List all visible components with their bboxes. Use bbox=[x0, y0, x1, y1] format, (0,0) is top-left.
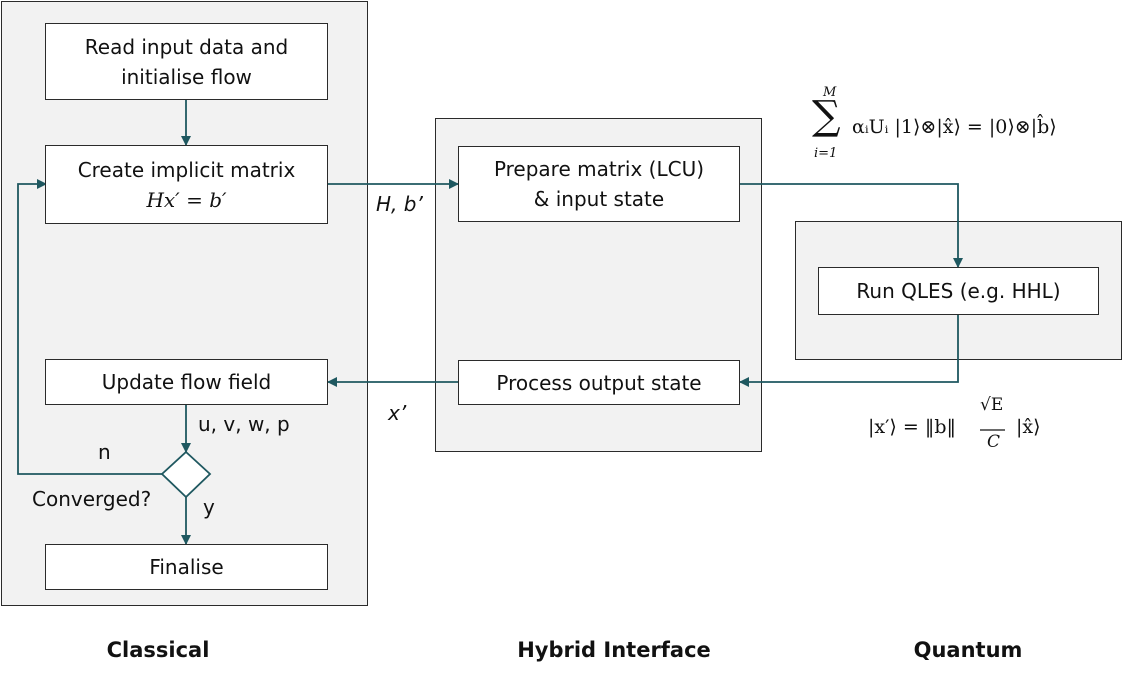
finalise-label: Finalise bbox=[149, 555, 224, 579]
arrow-prepare-to-qles bbox=[740, 183, 963, 268]
convergence-decision-diamond bbox=[160, 450, 212, 499]
update-flow-box: Update flow field bbox=[45, 359, 328, 405]
output-equation-lhs: |x′⟩ = ‖b‖ bbox=[868, 416, 957, 438]
matrix-vector-edge-label: H, b’ bbox=[376, 192, 423, 216]
create-matrix-box: Create implicit matrix Hx′ = b′ bbox=[45, 145, 328, 224]
lcu-sum-lower-limit: i=1 bbox=[814, 146, 838, 161]
update-flow-label: Update flow field bbox=[101, 370, 272, 394]
prepare-matrix-line2: & input state bbox=[533, 187, 665, 211]
lcu-sum-symbol: ∑ bbox=[812, 93, 841, 139]
prepare-matrix-box: Prepare matrix (LCU) & input state bbox=[458, 146, 740, 222]
decision-label: Converged? bbox=[32, 487, 152, 511]
converged-label: y bbox=[203, 495, 215, 519]
solution-edge-label: x’ bbox=[388, 401, 407, 425]
lcu-sum-upper-limit: M bbox=[823, 85, 837, 100]
finalise-box: Finalise bbox=[45, 544, 328, 590]
prepare-matrix-line1: Prepare matrix (LCU) bbox=[493, 157, 705, 181]
output-fraction-bar bbox=[980, 429, 1005, 431]
read-input-line2: initialise flow bbox=[121, 64, 252, 89]
arrow-qles-to-process bbox=[739, 315, 959, 387]
process-output-box: Process output state bbox=[458, 360, 740, 405]
create-matrix-line1: Create implicit matrix bbox=[77, 157, 296, 182]
output-equation-rhs: |x̂⟩ bbox=[1016, 416, 1041, 438]
arrow-loop-back-to-create bbox=[17, 179, 163, 475]
classical-region bbox=[1, 1, 368, 606]
hybrid-column-title: Hybrid Interface bbox=[517, 638, 711, 662]
classical-column-title: Classical bbox=[106, 638, 210, 662]
process-output-label: Process output state bbox=[496, 370, 702, 395]
not-converged-label: n bbox=[98, 440, 111, 464]
lcu-equation-body: αᵢUᵢ |1⟩⊗|x̂⟩ = |0⟩⊗|b̂⟩ bbox=[852, 116, 1057, 138]
create-matrix-equation: Hx′ = b′ bbox=[146, 187, 227, 212]
quantum-column-title: Quantum bbox=[913, 638, 1023, 662]
read-input-box: Read input data and initialise flow bbox=[45, 23, 328, 100]
run-qles-label: Run QLES (e.g. HHL) bbox=[856, 279, 1061, 303]
flow-variables-label: u, v, w, p bbox=[198, 412, 290, 436]
run-qles-box: Run QLES (e.g. HHL) bbox=[818, 267, 1099, 315]
output-fraction-numerator: √E bbox=[980, 395, 1004, 415]
read-input-line1: Read input data and bbox=[84, 34, 289, 59]
output-fraction-denominator: C bbox=[987, 432, 1001, 452]
